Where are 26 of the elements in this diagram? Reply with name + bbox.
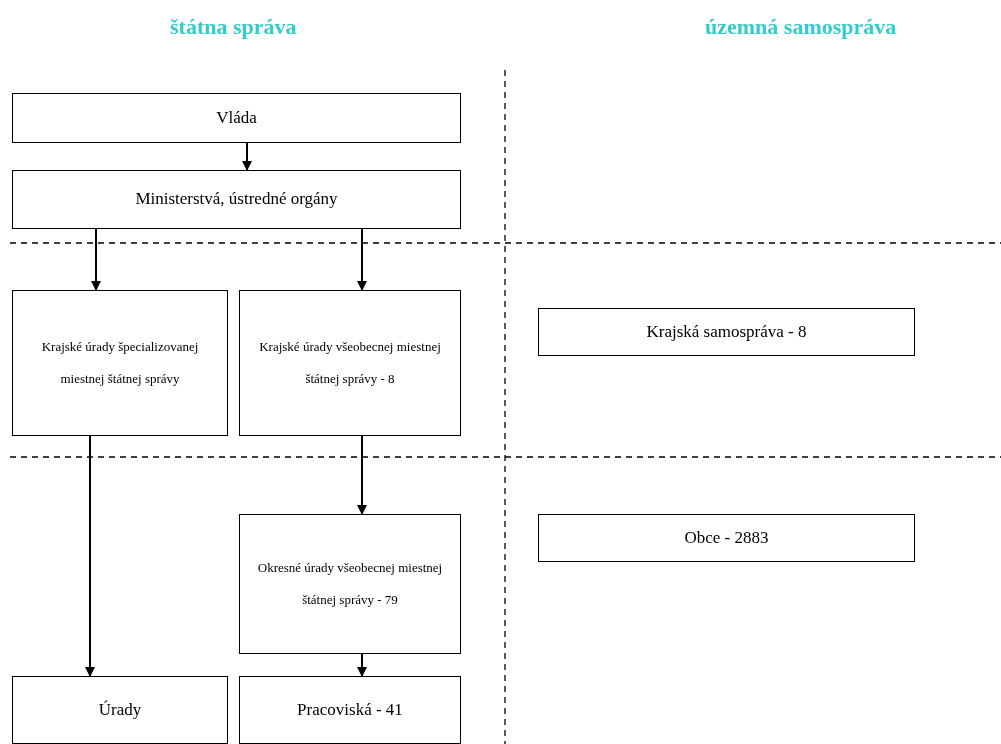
org-box (12, 170, 461, 229)
box-label: Obce - 2883 (683, 527, 770, 549)
box-label: Ministerstvá, ústredné orgány (134, 189, 339, 210)
org-box (12, 93, 461, 143)
org-box (12, 290, 228, 436)
arrow (91, 228, 101, 291)
arrow (85, 435, 95, 677)
arrow (242, 142, 252, 171)
arrow (357, 228, 367, 291)
org-box (239, 290, 461, 436)
box-label: Krajské úrady všeobecnej miestnej štátnej správy - 8 (258, 338, 442, 388)
arrow (357, 435, 367, 515)
org-box (538, 308, 915, 356)
arrow (357, 653, 367, 677)
box-label: Úrady (97, 699, 143, 721)
column-heading: štátna správa (170, 14, 297, 40)
box-label: Okresné úrady všeobecnej miestnej štátnej správy - 79 (256, 559, 444, 609)
org-box (538, 514, 915, 562)
box-label: Vláda (215, 107, 258, 129)
box-label: Pracoviská - 41 (296, 699, 404, 721)
org-box (12, 676, 228, 744)
box-label: Krajská samospráva - 8 (645, 321, 808, 343)
column-heading: územná samospráva (705, 14, 897, 40)
org-box (239, 676, 461, 744)
org-box (239, 514, 461, 654)
box-label: Krajské úrady špecializovanej miestnej štátnej správy (40, 338, 200, 388)
